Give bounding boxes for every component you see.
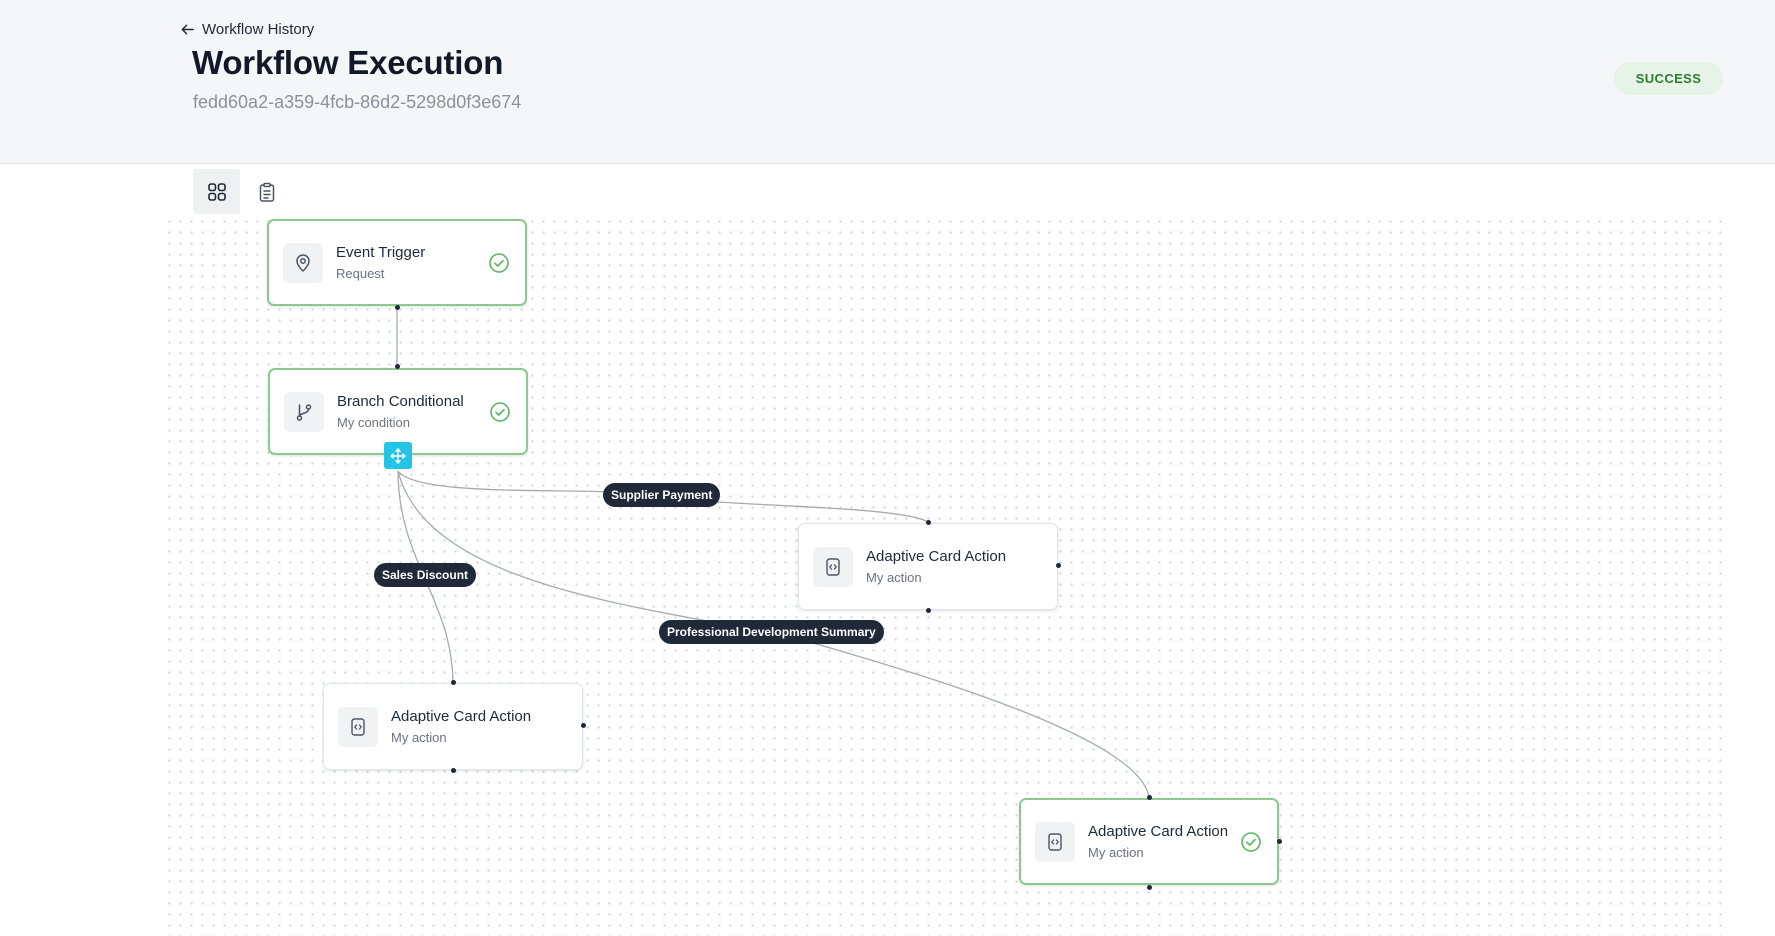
node-subtitle: My action [391, 730, 447, 745]
node-title: Adaptive Card Action [391, 708, 532, 725]
node-event-trigger[interactable]: Event Trigger Request [267, 219, 527, 306]
node-handle[interactable] [1147, 795, 1152, 800]
code-brackets-icon [826, 557, 840, 576]
back-link-label: Workflow History [202, 21, 315, 38]
code-brackets-icon [351, 717, 365, 736]
execution-id: fedd60a2-a359-4fcb-86d2-5298d0f3e674 [193, 92, 522, 112]
move-icon [390, 447, 406, 464]
node-handle[interactable] [1056, 563, 1061, 568]
node-icon-box [338, 706, 378, 747]
clipboard-list-icon [259, 182, 274, 202]
node-handle[interactable] [395, 364, 400, 369]
code-brackets-icon [1048, 832, 1062, 851]
check-circle-icon [490, 401, 510, 422]
node-title: Adaptive Card Action [1088, 823, 1229, 840]
node-branch-conditional[interactable]: Branch Conditional My condition [268, 368, 528, 455]
node-title: Branch Conditional [337, 393, 464, 410]
node-handle[interactable] [395, 305, 400, 310]
node-title: Adaptive Card Action [866, 548, 1007, 565]
log-view-button[interactable] [243, 169, 290, 214]
back-to-history-link[interactable]: Workflow History [180, 21, 314, 38]
edge-label-sales-discount[interactable]: Sales Discount [374, 563, 477, 587]
node-icon-box [813, 546, 853, 587]
node-handle[interactable] [1147, 885, 1152, 890]
node-subtitle: Request [336, 266, 385, 281]
node-handle[interactable] [451, 680, 456, 685]
page-title: Workflow Execution [192, 44, 504, 81]
node-adaptive-card-action-1[interactable]: Adaptive Card Action My action [798, 523, 1058, 610]
node-subtitle: My action [1088, 845, 1144, 860]
map-pin-icon [296, 253, 310, 272]
node-adaptive-card-action-2[interactable]: Adaptive Card Action My action [323, 683, 583, 770]
node-subtitle: My action [866, 570, 922, 585]
page-header: Workflow History Workflow Execution fedd… [0, 0, 1775, 164]
node-icon-box [1035, 821, 1075, 862]
node-handle[interactable] [581, 723, 586, 728]
node-title: Event Trigger [336, 244, 426, 261]
check-circle-icon [489, 252, 509, 273]
node-handle[interactable] [451, 768, 456, 773]
check-circle-icon [1241, 831, 1261, 852]
arrow-left-icon [181, 24, 194, 35]
status-badge: SUCCESS [1614, 62, 1723, 95]
node-handle[interactable] [1277, 839, 1282, 844]
drag-handle[interactable] [384, 442, 412, 469]
graph-view-button[interactable] [193, 169, 240, 214]
grid-icon [207, 182, 226, 201]
git-branch-icon [296, 403, 312, 421]
edge-label-supplier-payment[interactable]: Supplier Payment [603, 483, 721, 507]
node-handle[interactable] [926, 608, 931, 613]
node-handle[interactable] [926, 520, 931, 525]
node-adaptive-card-action-3[interactable]: Adaptive Card Action My action [1019, 798, 1279, 885]
node-subtitle: My condition [337, 415, 410, 430]
node-icon-box [283, 242, 323, 283]
node-icon-box [284, 391, 324, 432]
edge-label-professional-development[interactable]: Professional Development Summary [659, 620, 884, 644]
